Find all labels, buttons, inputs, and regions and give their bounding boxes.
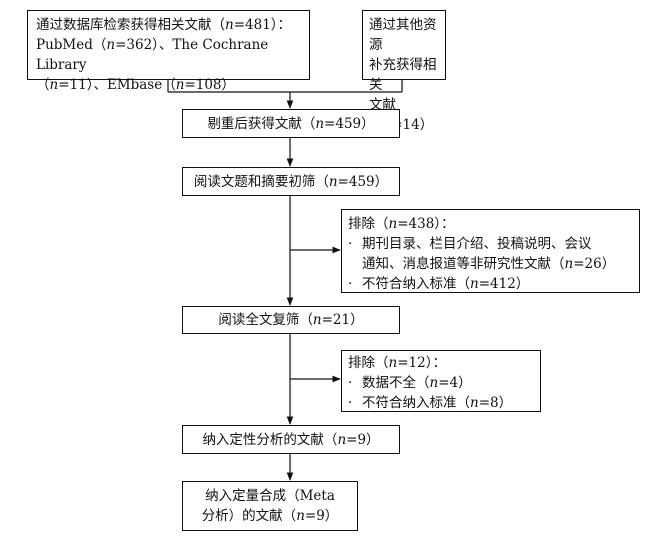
bullet-icon: · xyxy=(348,395,353,411)
exclude2-box: 排除（n=12）： · 数据不全（n=4） · 不符合纳入标准（n=8） xyxy=(341,350,541,412)
exclude1-item-1-line-2: 通知、消息报道等非研究性文献（n=26） xyxy=(362,256,616,272)
other-sources-box: 通过其他资源 补充获得相关 文献（n=14） xyxy=(362,10,446,133)
bullet-icon: · xyxy=(348,375,353,391)
screen-box: 阅读文题和摘要初筛（n=459） xyxy=(182,167,400,196)
quantitative-line-1: 纳入定量合成（Meta xyxy=(205,488,335,504)
quantitative-line-2: 分析）的文献（n=9） xyxy=(201,508,339,524)
qualitative-box: 纳入定性分析的文献（n=9） xyxy=(182,425,400,454)
database-line-1: 通过数据库检索获得相关文献（n=481）： xyxy=(36,17,292,33)
exclude1-box: 排除（n=438）： · 期刊目录、栏目介绍、投稿说明、会议 通知、消息报道等非… xyxy=(341,209,640,293)
exclude1-title: 排除（n=438）： xyxy=(348,216,455,232)
exclude2-item-1: · 数据不全（n=4） xyxy=(348,373,534,393)
exclude1-item-1-line-1: 期刊目录、栏目介绍、投稿说明、会议 xyxy=(362,236,592,252)
exclude1-item-2: · 不符合纳入标准（n=412） xyxy=(348,274,633,294)
screen-label: 阅读文题和摘要初筛（n=459） xyxy=(193,173,389,190)
database-line-2: PubMed（n=362）、The Cochrane Library xyxy=(36,37,269,73)
bullet-icon: · xyxy=(348,276,353,292)
dedup-label: 剔重后获得文献（n=459） xyxy=(207,115,375,132)
fulltext-label: 阅读全文复筛（n=21） xyxy=(218,312,364,328)
exclude2-item-1-text: 数据不全（n=4） xyxy=(362,375,472,391)
qualitative-label: 纳入定性分析的文献（n=9） xyxy=(202,431,380,448)
database-line-3: （n=11）、EMbase（n=108） xyxy=(36,77,236,93)
exclude1-item-1: · 期刊目录、栏目介绍、投稿说明、会议 通知、消息报道等非研究性文献（n=26） xyxy=(348,234,633,274)
exclude2-item-2-text: 不符合纳入标准（n=8） xyxy=(362,395,513,411)
database-search-box: 通过数据库检索获得相关文献（n=481）： PubMed（n=362）、The … xyxy=(27,10,310,93)
bullet-icon: · xyxy=(348,236,353,252)
other-line-2: 补充获得相关 xyxy=(369,57,437,93)
exclude1-item-2-text: 不符合纳入标准（n=412） xyxy=(362,276,530,292)
quantitative-box: 纳入定量合成（Meta 分析）的文献（n=9） xyxy=(182,481,358,531)
other-line-1: 通过其他资源 xyxy=(369,17,437,53)
dedup-box: 剔重后获得文献（n=459） xyxy=(182,109,400,138)
exclude2-title: 排除（n=12）： xyxy=(348,355,446,371)
exclude2-item-2: · 不符合纳入标准（n=8） xyxy=(348,393,534,413)
fulltext-box: 阅读全文复筛（n=21） xyxy=(182,306,400,334)
